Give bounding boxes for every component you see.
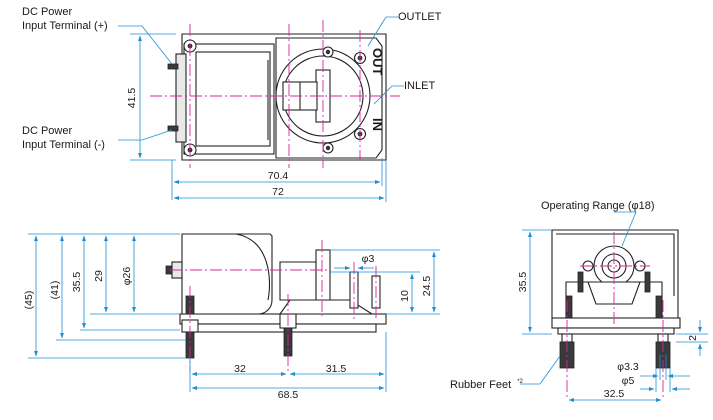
- rubber-feet-label: Rubber Feet *2: [450, 379, 524, 391]
- top-view: OUT IN 41.5 70.4 72: [118, 16, 404, 202]
- dim-41-5: 41.5: [126, 88, 138, 109]
- dc-plus-label-1: DC Power: [22, 6, 72, 18]
- dim-side-32: 32: [234, 363, 246, 375]
- dim-front-32-5: 32.5: [604, 388, 625, 400]
- dim-70-4: 70.4: [268, 170, 289, 182]
- dim-front-2: 2: [687, 335, 699, 341]
- outlet-label: OUTLET: [398, 11, 442, 23]
- dim-side-dia3: φ3: [362, 253, 375, 265]
- port-out-label: OUT: [370, 48, 385, 76]
- dim-side-41: (41): [49, 281, 61, 300]
- dim-side-10: 10: [399, 290, 411, 302]
- front-view: 35.5 2 φ3.3 φ5 32.5: [517, 211, 708, 402]
- inlet-label: INLET: [404, 80, 435, 92]
- dim-front-35-5: 35.5: [517, 272, 529, 293]
- rubber-feet-text: Rubber Feet: [450, 379, 511, 391]
- dc-minus-label-1: DC Power: [22, 125, 72, 137]
- dim-side-29: 29: [93, 270, 105, 282]
- dc-plus-label-2: Input Terminal (+): [22, 20, 108, 32]
- dim-front-dia5: φ5: [622, 375, 635, 387]
- dim-72: 72: [272, 186, 284, 198]
- dim-front-dia3-3: φ3.3: [617, 361, 639, 373]
- operating-range-label: Operating Range (φ18): [541, 200, 655, 212]
- port-in-label: IN: [370, 118, 385, 131]
- dc-minus-label-2: Input Terminal (-): [22, 139, 105, 151]
- dim-side-31-5: 31.5: [326, 363, 347, 375]
- dim-side-35-5: 35.5: [71, 272, 83, 293]
- dim-side-45: (45): [23, 291, 35, 310]
- rubber-feet-note: *2: [517, 379, 523, 385]
- dim-side-24-5: 24.5: [421, 276, 433, 297]
- side-view: (45) (41) 35.5 29 φ26 φ3 10 24.5 32 31.5…: [23, 233, 440, 401]
- dim-side-dia26: φ26: [121, 267, 133, 286]
- dim-side-68-5: 68.5: [278, 389, 299, 401]
